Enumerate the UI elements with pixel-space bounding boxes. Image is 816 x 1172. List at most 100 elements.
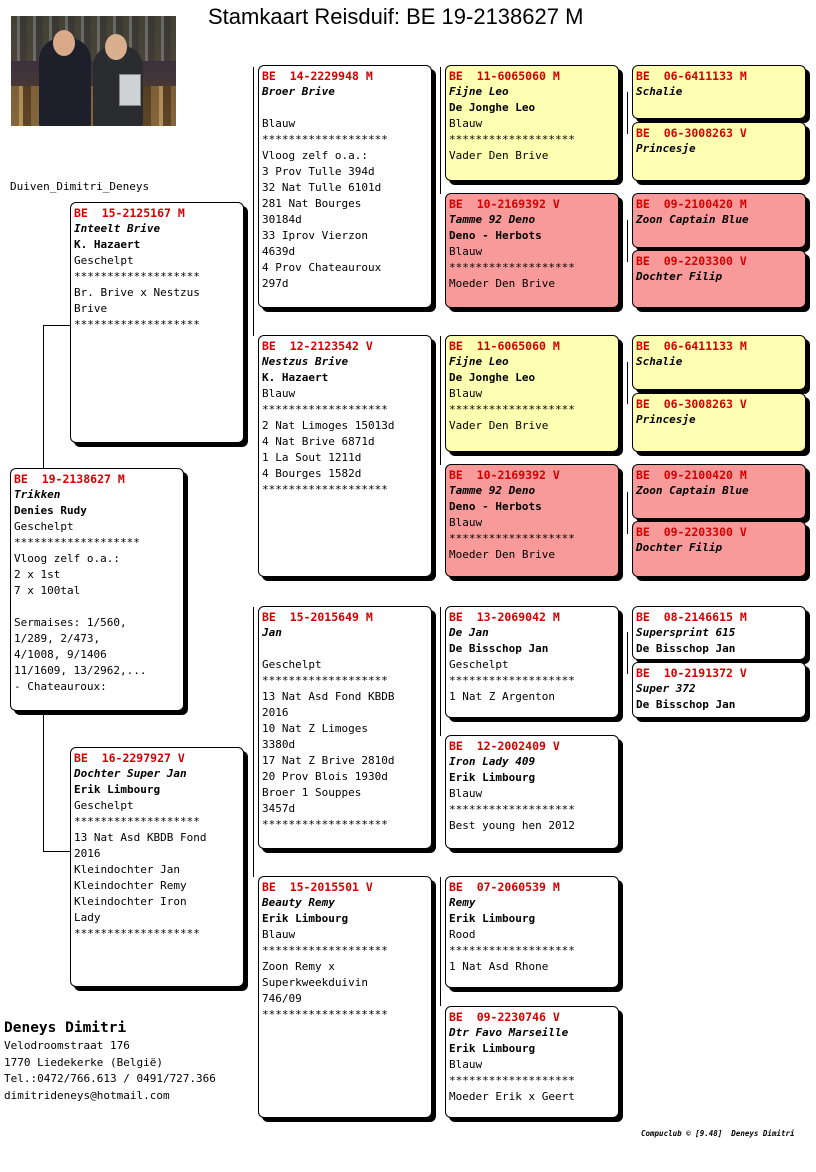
ring-number: BE 19-2138627 M [14,472,125,486]
connector-line [440,336,441,465]
ring-number: BE 15-2125167 M [74,206,185,220]
pigeon-name: Nestzus Brive [262,355,349,368]
ring-number: BE 12-2002409 V [449,739,560,753]
pigeon-info-line: Superkweekduivin [262,976,368,989]
divider-stars: ******************* [449,1074,575,1087]
pigeon-name: Dochter Filip [636,541,723,554]
connector-line [43,325,70,326]
ring-number: BE 09-2230746 V [449,1010,560,1024]
pigeon-info-line: 4 Prov Chateauroux [262,261,382,274]
pigeon-info-line: 2016 [74,847,101,860]
pigeon-info-line: Blauw [449,1058,483,1071]
pigeon-card-sdd-sire[interactable]: BE 09-2100420 M Zoon Captain Blue [632,464,806,519]
pigeon-info-line: 20 Prov Blois 1930d [262,770,388,783]
owner-name: Deneys Dimitri [4,1020,127,1036]
pigeon-name: Schalie [636,85,683,98]
pigeon-name: Super 372 [636,682,696,695]
pigeon-info-line: 13 Nat Asd Fond KBDB [262,690,395,703]
divider-stars: ******************* [449,674,575,687]
pigeon-info-line: Brive [74,302,108,315]
pigeon-info-line: 11/1609, 13/2962,... [14,664,147,677]
pigeon-info-line: Kleindochter Iron [74,895,187,908]
divider-stars: ******************* [74,927,200,940]
pigeon-info-line: 10 Nat Z Limoges [262,722,368,735]
ring-number: BE 07-2060539 M [449,880,560,894]
breeder-name: De Bisschop Jan [636,642,736,655]
pigeon-info-line: 3380d [262,738,296,751]
breeder-name: Erik Limbourg [449,1042,536,1055]
ring-number: BE 09-2203300 V [636,254,747,268]
pigeon-info-line: 297d [262,277,289,290]
pigeon-info-line: Blauw [449,516,483,529]
pigeon-info-line: Blauw [449,387,483,400]
pigeon-info-line: Kleindochter Remy [74,879,187,892]
pigeon-info-line: Best young hen 2012 [449,819,575,832]
divider-stars: ******************* [449,944,575,957]
pigeon-info-line: Broer 1 Souppes [262,786,362,799]
software-credit: Compuclub © [9.48] Deneys Dimitri [641,1129,795,1138]
ring-number: BE 06-3008263 V [636,126,747,140]
divider-stars: ******************* [449,133,575,146]
pigeon-info-line: Sermaises: 1/560, [14,616,127,629]
pigeon-info-line: 2016 [262,706,289,719]
ring-number: BE 09-2100420 M [636,468,747,482]
pigeon-info-line: Rood [449,928,476,941]
connector-line [627,92,628,134]
divider-stars: ******************* [449,532,575,545]
breeder-name: K. Hazaert [262,371,329,384]
breeder-name: Deno - Herbots [449,500,542,513]
owner-email[interactable]: dimitrideneys@hotmail.com [4,1088,170,1102]
ring-number: BE 16-2297927 V [74,751,185,765]
pigeon-name: Schalie [636,355,683,368]
connector-line [627,220,628,262]
pigeon-info-line: 7 x 100tal [14,584,81,597]
pigeon-info-line: Geschelpt [74,254,134,267]
pigeon-info-line: - Chateauroux: [14,680,107,693]
pigeon-name: Remy [449,896,476,909]
divider-stars: ******************* [262,403,388,416]
pigeon-name: Zoon Captain Blue [636,484,749,497]
divider-stars: ******************* [449,403,575,416]
breeder-name: De Jonghe Leo [449,101,536,114]
pigeon-info-line: 2 Nat Limoges 15013d [262,419,395,432]
pigeon-info-line [14,599,180,615]
pigeon-info-line: 3 Prov Tulle 394d [262,165,375,178]
pigeon-info-line: Geschelpt [74,799,134,812]
breeder-name: K. Hazaert [74,238,141,251]
ring-number: BE 11-6065060 M [449,69,560,83]
pigeon-name: Dochter Super Jan [74,767,187,780]
ring-number: BE 09-2203300 V [636,525,747,539]
pigeon-info-line: 4/1008, 9/1406 [14,648,107,661]
divider-stars: ******************* [262,818,388,831]
connector-line [627,362,628,404]
owner-city: 1770 Liedekerke (België) [4,1055,163,1069]
connector-line [627,492,628,534]
pigeon-card-sdd-dam[interactable]: BE 09-2203300 V Dochter Filip [632,521,806,577]
pigeon-name: Zoon Captain Blue [636,213,749,226]
photo-person-left-head [53,30,75,56]
pigeon-name: Tamme 92 Deno [449,484,536,497]
